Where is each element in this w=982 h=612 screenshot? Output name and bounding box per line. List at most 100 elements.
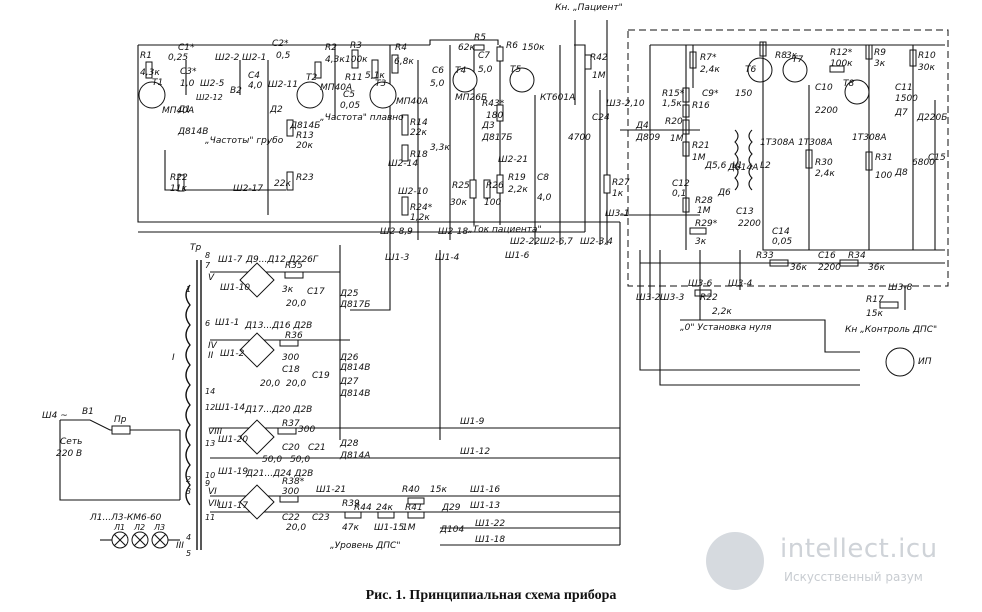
component-label: R19 <box>508 173 526 183</box>
component-label: R11 <box>345 73 363 83</box>
component-label: 36к <box>790 263 807 273</box>
component-label: R6 <box>506 41 518 51</box>
meter-ip <box>885 347 915 377</box>
resistor-r5 <box>473 44 485 51</box>
wiring-module <box>620 42 945 320</box>
component-label: R41 <box>405 503 423 513</box>
figure-caption: Рис. 1. Принципиальная схема прибора <box>365 588 617 603</box>
component-label: 3к <box>786 51 798 61</box>
component-label: 30к <box>918 63 935 73</box>
component-label: Ш1-19 <box>218 467 248 477</box>
component-label: Ш3-1 <box>605 209 629 219</box>
component-label: R5 <box>474 33 486 43</box>
component-label: 2200 <box>818 263 841 273</box>
component-label: R8 <box>775 51 787 61</box>
component-label: Д817Б <box>481 133 512 143</box>
component-label: R38* <box>282 477 305 487</box>
component-label: 0,05 <box>772 237 792 247</box>
transistor-t4 <box>452 67 478 93</box>
rectifier-bridges <box>239 262 275 520</box>
component-label: Д2 <box>269 105 283 115</box>
component-label: 62к <box>458 43 475 53</box>
component-label: Ш3-6 <box>688 279 713 289</box>
component-label: C8 <box>537 173 549 183</box>
component-label: 1 <box>186 285 191 294</box>
component-label: Д817Б <box>339 300 370 310</box>
component-label: 11к <box>170 184 187 194</box>
component-label: C21 <box>308 443 326 453</box>
component-label: Ш2-22 <box>510 237 540 247</box>
component-label: 2 <box>186 475 191 484</box>
component-label: Ш3-2,10 <box>606 99 645 109</box>
component-label: Д29 <box>441 503 461 513</box>
component-label: 4 <box>186 533 191 542</box>
resistor-r6 <box>496 46 504 62</box>
component-label: R34 <box>848 251 866 261</box>
resistor-r26 <box>483 179 491 199</box>
component-label: 4700 <box>568 133 591 143</box>
component-label: C9* <box>702 89 719 99</box>
component-label: Д1 <box>177 105 191 115</box>
component-label: VII <box>208 499 220 509</box>
component-label: Д814А <box>339 451 370 461</box>
component-label: R44 <box>354 503 372 513</box>
component-label: VIII <box>208 427 222 437</box>
component-label: 22к <box>274 179 291 189</box>
component-label: C1* <box>178 43 195 53</box>
component-label: Ш2-3,4 <box>580 237 613 247</box>
component-label: 50,0 <box>290 455 310 465</box>
component-label: C15 <box>928 153 946 163</box>
component-label: R29* <box>695 219 718 229</box>
component-label: 6 <box>205 319 210 328</box>
resistor-r13 <box>286 119 294 137</box>
component-label: R7* <box>700 53 717 63</box>
component-label: R43* <box>482 99 505 109</box>
component-label: C22 <box>282 513 300 523</box>
component-label: R39 <box>342 499 360 509</box>
component-label: „Частоты" грубо <box>205 136 284 146</box>
component-label: T3 <box>375 79 386 89</box>
component-label: R16 <box>692 101 710 111</box>
component-label: C10 <box>815 83 833 93</box>
component-label: B2 <box>230 86 242 96</box>
component-label: 8 <box>205 251 210 260</box>
component-label: R15* <box>662 89 685 99</box>
component-label: L1 <box>732 161 743 171</box>
component-label: C11 <box>895 83 913 93</box>
resistor-r27 <box>603 174 611 194</box>
component-label: Ш2-14 <box>388 159 418 169</box>
resistor-r29 <box>689 227 707 235</box>
component-label: II <box>208 351 214 361</box>
component-label: R1 <box>140 51 152 61</box>
component-label: Д809 <box>635 133 660 143</box>
component-label: МП40А <box>162 106 194 116</box>
component-label: 0,5 <box>276 51 291 61</box>
component-label: 4,0 <box>248 81 263 91</box>
component-label: 1500 <box>895 94 918 104</box>
component-label: C7 <box>478 51 490 61</box>
component-label: 0,1 <box>672 189 686 199</box>
component-label: 10 <box>205 471 215 480</box>
component-label: 2,4к <box>815 169 835 179</box>
patient-button-label: Кн. „Пациент" <box>555 3 623 13</box>
component-label: T5 <box>510 65 521 75</box>
component-label: 3 <box>186 487 191 496</box>
component-label: Л2 <box>133 523 145 532</box>
watermark: intellect.icu Искусственный разум <box>700 524 970 594</box>
component-label: T6 <box>745 65 756 75</box>
component-label: Д27 <box>339 377 359 387</box>
component-label: Ш2-12 <box>196 93 223 102</box>
component-label: R17 <box>866 295 884 305</box>
mains-input <box>59 419 181 501</box>
component-label: Ш1-22 <box>475 519 505 529</box>
component-label: 300 <box>282 487 299 497</box>
component-label: 1М <box>670 134 684 144</box>
component-label: Ш1-16 <box>470 485 500 495</box>
component-label: Ш3-8 <box>888 283 913 293</box>
component-label: 100к <box>345 55 368 65</box>
component-label: Ш1-3 <box>385 253 410 263</box>
component-label: 1,5к <box>662 99 682 109</box>
transistor-t5 <box>509 67 535 93</box>
resistor-r42 <box>584 54 592 70</box>
